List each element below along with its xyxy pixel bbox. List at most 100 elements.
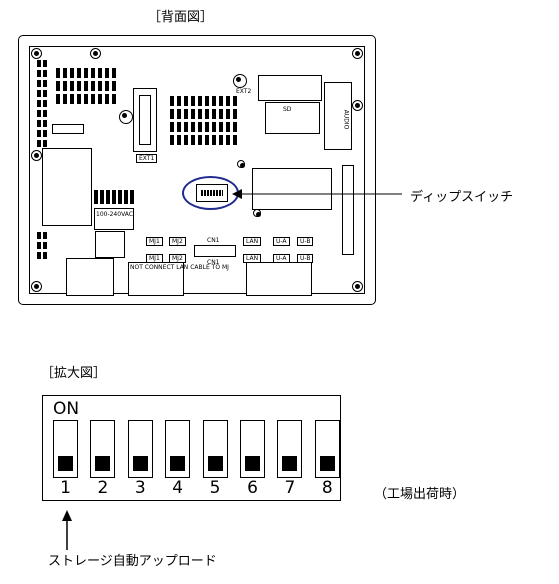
on-label: ON [53,399,80,419]
ub-label-lower: U-B [297,254,314,263]
screw-icon [90,48,101,59]
dip-switch-lever [277,420,303,478]
vent-slot [98,94,102,104]
vent-slot [191,135,195,145]
vent-slot [43,100,47,107]
switch1-arrow [62,510,72,550]
rear-view-title: ［背面図］ [148,10,214,25]
vent-slot [112,190,116,204]
dip-switch-lever [202,420,228,478]
dip-switch-number: 8 [321,478,333,498]
vent-slot [170,135,174,145]
right-slot [324,82,352,150]
vent-slot [233,109,237,119]
vent-slot [233,122,237,132]
vent-slot [191,96,195,106]
dip-switch-number: 7 [284,478,296,498]
dip-switch-number: 4 [172,478,184,498]
ext2-module [258,75,322,101]
dip-switch-rear [196,184,228,202]
vent-slot [43,80,47,87]
vent-slot [118,190,122,204]
dip-switch-number: 1 [60,478,71,498]
vent-slot [77,94,81,104]
vent-slot [63,81,67,91]
audio-label: AUDIO [342,109,350,130]
vent-slot [226,122,230,132]
vent-slot [198,122,202,132]
dip-switch-teeth [201,190,223,196]
cn1-label: CN1 [207,237,220,244]
vent-slot [112,81,116,91]
vent-slot [212,122,216,132]
vent-slot [43,120,47,127]
switch1-caption: ストレージ自動アップロード [48,554,217,569]
vent-slot [130,190,134,204]
vent-slot [170,122,174,132]
dip-switch-callout: ディップスイッチ [410,190,514,205]
vent-slot [63,94,67,104]
dip-switch-knob [170,456,186,471]
ext2-label: EXT2 [236,88,252,95]
vent-slot [105,68,109,78]
vent-slot [37,100,41,107]
left-block [42,148,92,226]
vent-slot [70,94,74,104]
vent-slot [100,190,104,204]
terminal-cover [95,231,125,258]
dip-switch-number: 2 [97,478,109,498]
vent-slot [205,109,209,119]
sd-access-label: SD [283,106,292,113]
vent-slot [98,81,102,91]
mj1-label: MJ1 [146,237,163,246]
cn1-connector [194,245,236,257]
vent-slot [191,122,195,132]
screw-icon [237,160,245,168]
vent-slot [219,135,223,145]
screw-icon [253,209,261,217]
lan-label: LAN [243,237,262,246]
vent-slot [43,252,47,259]
vent-slot [198,96,202,106]
screw-icon [31,150,42,161]
vent-slot [37,130,41,137]
screw-icon [31,48,42,59]
vent-slot [184,122,188,132]
screw-icon [31,281,42,292]
dip-switch-lever [314,420,340,478]
vent-slot [91,94,95,104]
vent-slot [43,232,47,239]
vent-slot [37,110,41,117]
vent-slot [219,109,223,119]
dip-switch-knob [95,456,111,471]
vent-slot [43,242,47,249]
vent-slot [84,81,88,91]
vent-slot [94,190,98,204]
lan-label-lower: LAN [243,254,262,263]
center-panel [252,168,332,210]
vent-slot [170,109,174,119]
vent-slot [177,135,181,145]
dip-switch-knob [282,456,298,471]
enlarged-view-title: ［拡大図］ [41,366,107,381]
vent-slot [37,80,41,87]
dip-switch-lever [165,420,191,478]
port-icon [233,74,247,88]
vent-slot [77,68,81,78]
vent-slot [70,81,74,91]
sd-module [265,102,320,134]
dip-switch-number: 6 [247,478,258,498]
vent-slot [105,94,109,104]
vent-slot [43,90,47,97]
vent-slot [191,109,195,119]
vent-slot [233,135,237,145]
vent-slot [177,109,181,119]
vent-slot [63,68,67,78]
vent-slot [205,96,209,106]
vent-slot [105,81,109,91]
callout-arrow [232,189,402,199]
vent-slot [37,252,41,259]
dip-switch-number: 5 [209,478,221,498]
bottom-terminal-block [66,258,114,296]
vent-slot [43,130,47,137]
